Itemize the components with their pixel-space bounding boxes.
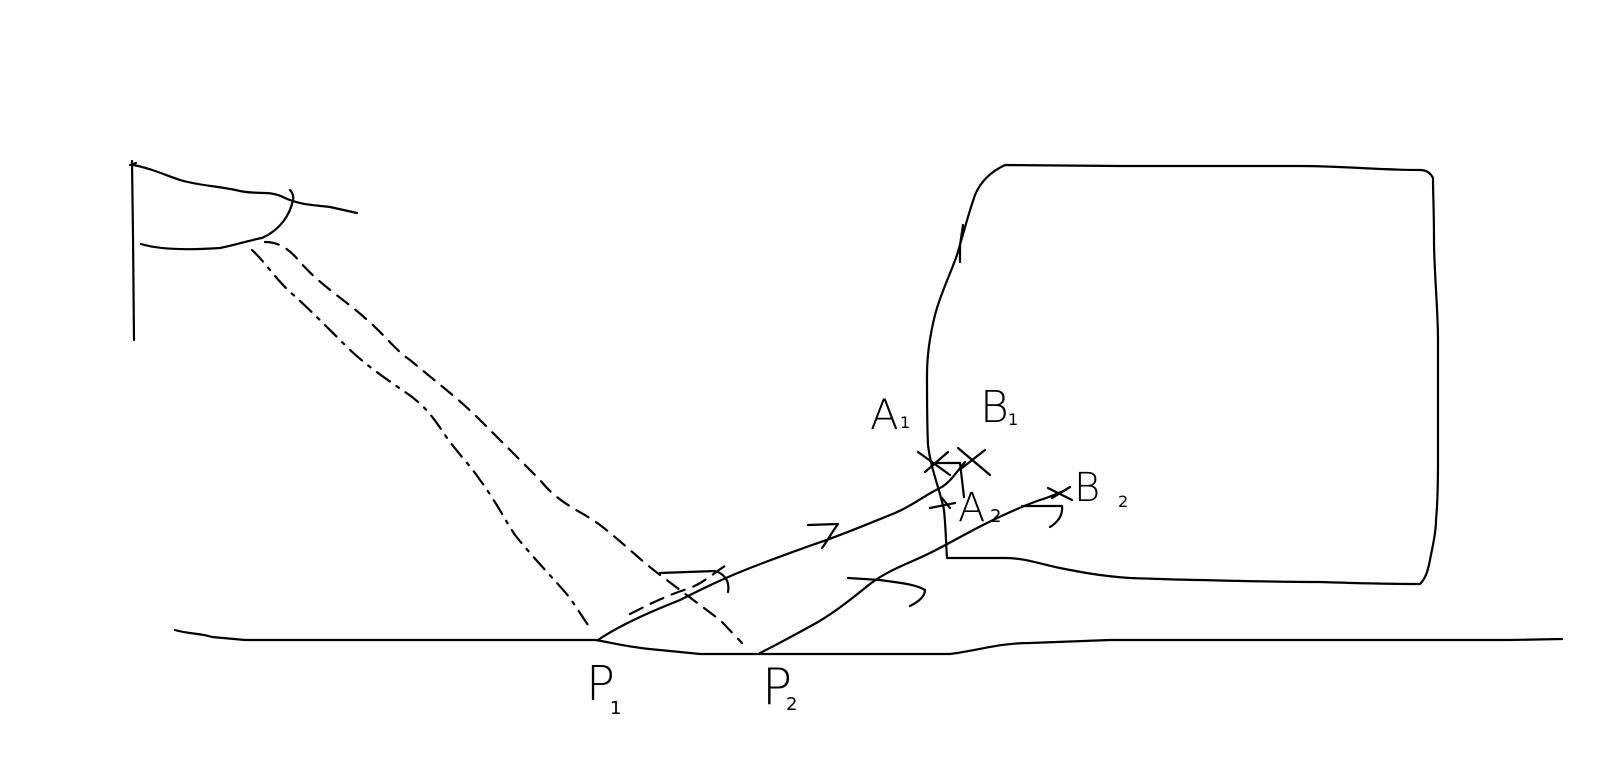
sight-line-outer	[263, 240, 744, 645]
arrow-mark-ray1-a	[658, 569, 730, 594]
flag-pole	[130, 159, 136, 342]
sight-line-inner	[250, 248, 592, 630]
building-detail-mark	[958, 223, 965, 264]
label-p1-sub: 1	[610, 698, 622, 719]
x-mark-b1	[956, 446, 992, 477]
arrow-mark-ray1-b	[806, 522, 840, 550]
ground-line	[173, 628, 1564, 656]
label-a2: A	[958, 488, 985, 528]
label-a1-main: A	[870, 390, 899, 439]
label-b1: B	[980, 386, 1009, 430]
label-p1-main: P	[586, 656, 615, 712]
arrow-mark-ray2-a	[846, 576, 927, 608]
flag-top-edge	[131, 163, 359, 215]
label-a1: A	[870, 394, 899, 436]
reflected-ray-a1	[596, 460, 967, 642]
label-b2-main: B	[1074, 465, 1101, 511]
x-mark-a1	[916, 450, 952, 477]
x-mark-a2	[928, 496, 957, 510]
building-outline	[925, 163, 1440, 586]
label-p2: P	[762, 662, 792, 712]
label-b2: B	[1074, 468, 1100, 508]
label-p1: P	[586, 660, 615, 708]
a1-a2-bracket	[932, 461, 966, 499]
label-a2-sub: 2	[990, 506, 1002, 527]
label-a2-main: A	[958, 485, 986, 531]
dashed-ray-p1	[628, 564, 727, 616]
label-p2-sub: 2	[786, 694, 798, 715]
flag-bottom-edge	[139, 188, 295, 251]
label-b1-main: B	[980, 382, 1009, 433]
label-a1-sub: 1	[900, 413, 911, 432]
label-b2-sub: 2	[1118, 492, 1129, 511]
arrow-mark-ray2-b	[1020, 504, 1064, 529]
label-b1-sub: 1	[1008, 410, 1019, 429]
reflected-ray-b2	[758, 488, 1068, 655]
x-mark-b2	[1046, 485, 1074, 502]
label-p2-main: P	[762, 658, 793, 716]
